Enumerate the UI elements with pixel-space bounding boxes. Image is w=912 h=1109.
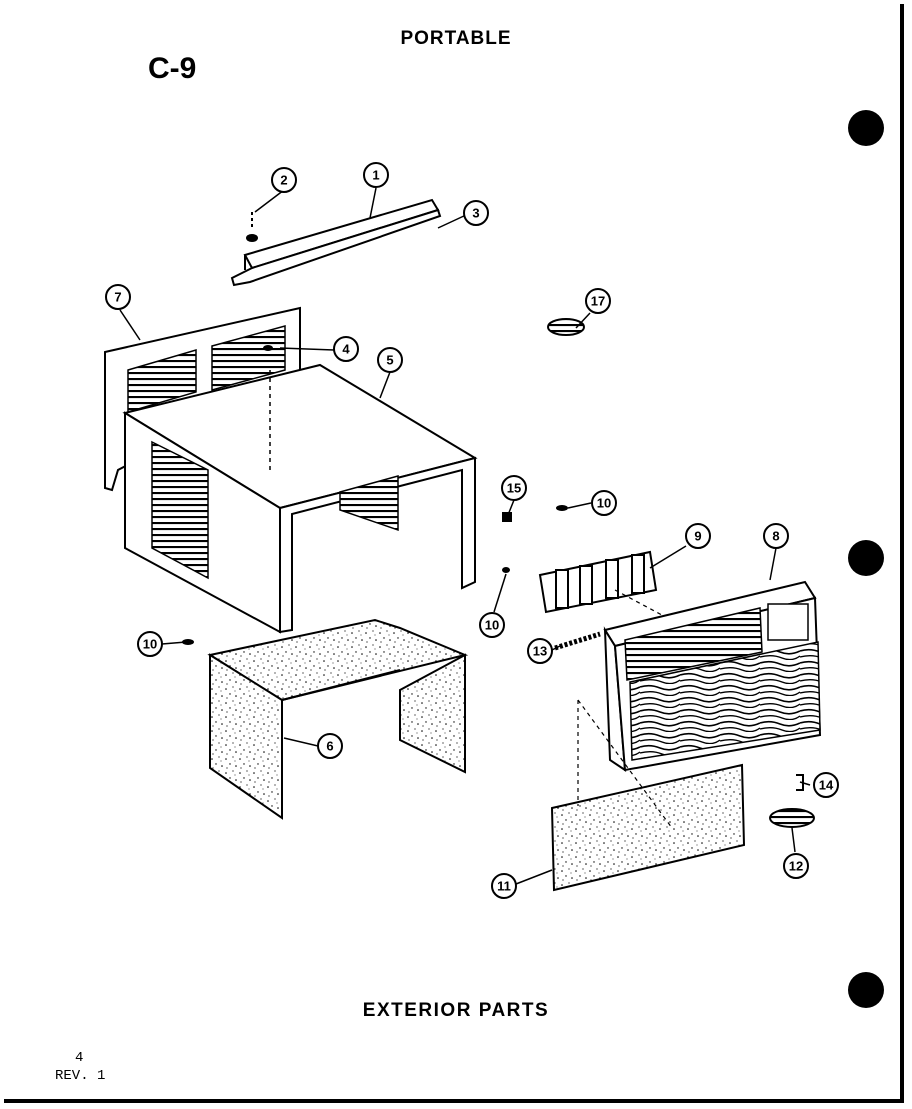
page-code: C-9	[148, 52, 197, 85]
callout-5: 5	[386, 353, 393, 368]
filter-part-11	[550, 699, 746, 892]
screw-part-2	[246, 212, 258, 242]
page-border	[4, 4, 904, 1103]
screw-part-13	[554, 631, 601, 651]
top-rail-part-1	[230, 198, 442, 287]
callout-14: 14	[819, 778, 834, 793]
callout-13: 13	[533, 644, 547, 659]
callout-8: 8	[772, 529, 779, 544]
callout-10b: 10	[485, 618, 499, 633]
front-panel-part-8	[603, 580, 822, 772]
page-title: PORTABLE	[400, 28, 512, 49]
callout-10c: 10	[597, 496, 611, 511]
clip-part-15	[502, 512, 512, 522]
knob-part-17	[547, 318, 585, 336]
callout-2: 2	[280, 173, 287, 188]
base-pan-part-6	[207, 618, 469, 820]
binder-hole-top	[848, 110, 884, 146]
knob-part-12	[769, 808, 815, 828]
callout-9: 9	[694, 529, 701, 544]
leader-lines	[119, 187, 811, 885]
callout-1: 1	[372, 168, 379, 183]
callout-15: 15	[507, 481, 521, 496]
callout-10a: 10	[143, 637, 157, 652]
diagram-caption: EXTERIOR PARTS	[362, 1000, 550, 1021]
binder-hole-middle	[848, 540, 884, 576]
cabinet-part-5	[122, 363, 478, 634]
callout-17: 17	[591, 294, 605, 309]
small-fasteners	[182, 345, 568, 645]
callout-3: 3	[472, 206, 479, 221]
revision-label: REV. 1	[55, 1068, 106, 1084]
callout-7: 7	[114, 290, 121, 305]
page-number: 4	[75, 1050, 84, 1066]
callout-12: 12	[789, 859, 803, 874]
callout-labels: 1 2 3 4 5 6 7 8 9 10 10 10 11 12 13 14 1…	[114, 168, 834, 894]
callout-6: 6	[326, 739, 333, 754]
callout-11: 11	[497, 879, 511, 894]
callout-4: 4	[342, 342, 350, 357]
callout-bubbles	[105, 162, 839, 899]
filter-bracket-part-9	[538, 550, 691, 631]
binder-hole-bottom	[848, 972, 884, 1008]
